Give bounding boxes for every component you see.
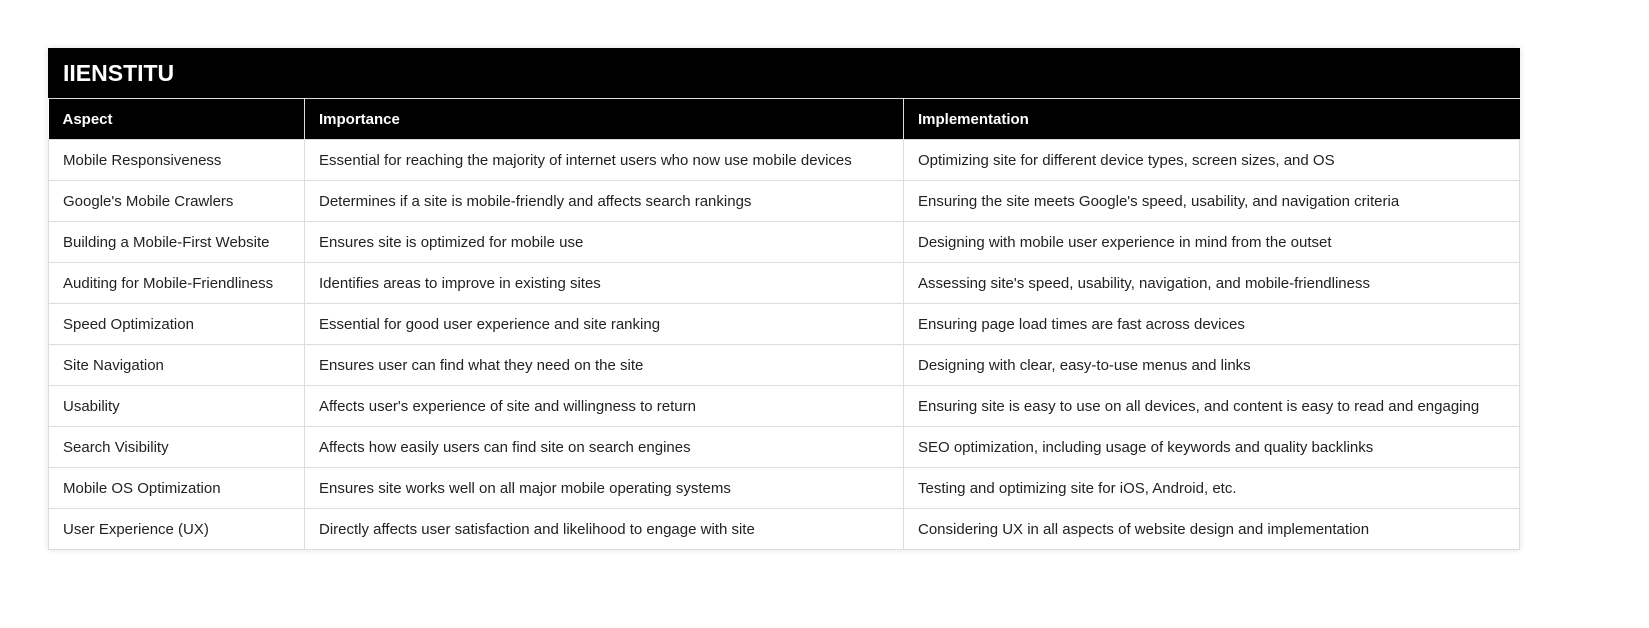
cell-implementation: Ensuring site is easy to use on all devi… (903, 385, 1520, 427)
cell-implementation: Considering UX in all aspects of website… (903, 508, 1520, 550)
cell-aspect: Search Visibility (48, 426, 305, 468)
cell-implementation: Designing with clear, easy-to-use menus … (903, 344, 1520, 386)
cell-aspect: User Experience (UX) (48, 508, 305, 550)
cell-implementation: SEO optimization, including usage of key… (903, 426, 1520, 468)
cell-importance: Essential for reaching the majority of i… (304, 139, 904, 181)
column-header-implementation: Implementation (903, 99, 1520, 140)
data-table-container: IIENSTITU Aspect Importance Implementati… (48, 48, 1520, 550)
data-table: Aspect Importance Implementation Mobile … (48, 99, 1520, 550)
header-row: Aspect Importance Implementation (48, 99, 1520, 140)
cell-importance: Affects how easily users can find site o… (304, 426, 904, 468)
cell-aspect: Mobile Responsiveness (48, 139, 305, 181)
cell-implementation: Optimizing site for different device typ… (903, 139, 1520, 181)
table-row: User Experience (UX)Directly affects use… (48, 508, 1520, 550)
cell-importance: Ensures site is optimized for mobile use (304, 221, 904, 263)
column-header-aspect: Aspect (48, 99, 305, 140)
cell-importance: Ensures site works well on all major mob… (304, 467, 904, 509)
cell-importance: Identifies areas to improve in existing … (304, 262, 904, 304)
cell-importance: Determines if a site is mobile-friendly … (304, 180, 904, 222)
cell-aspect: Usability (48, 385, 305, 427)
cell-aspect: Mobile OS Optimization (48, 467, 305, 509)
cell-aspect: Building a Mobile-First Website (48, 221, 305, 263)
cell-implementation: Designing with mobile user experience in… (903, 221, 1520, 263)
cell-implementation: Testing and optimizing site for iOS, And… (903, 467, 1520, 509)
cell-aspect: Site Navigation (48, 344, 305, 386)
cell-implementation: Assessing site's speed, usability, navig… (903, 262, 1520, 304)
cell-implementation: Ensuring page load times are fast across… (903, 303, 1520, 345)
cell-aspect: Auditing for Mobile-Friendliness (48, 262, 305, 304)
cell-importance: Ensures user can find what they need on … (304, 344, 904, 386)
cell-aspect: Google's Mobile Crawlers (48, 180, 305, 222)
cell-aspect: Speed Optimization (48, 303, 305, 345)
cell-importance: Directly affects user satisfaction and l… (304, 508, 904, 550)
table-title: IIENSTITU (48, 48, 1520, 99)
cell-importance: Affects user's experience of site and wi… (304, 385, 904, 427)
cell-implementation: Ensuring the site meets Google's speed, … (903, 180, 1520, 222)
column-header-importance: Importance (304, 99, 904, 140)
cell-importance: Essential for good user experience and s… (304, 303, 904, 345)
